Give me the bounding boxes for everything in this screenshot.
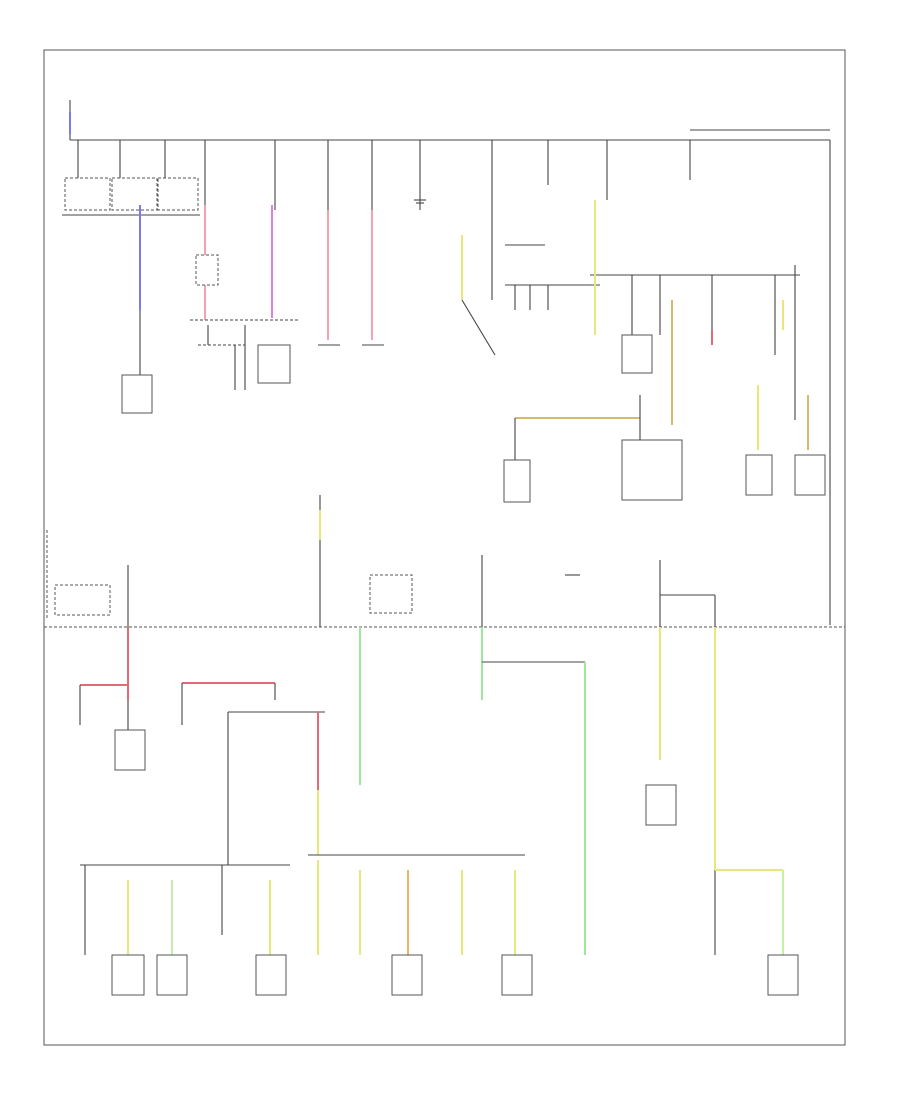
- diagram-frame: [43, 49, 846, 1046]
- top-power-bus: [69, 100, 831, 625]
- wires-pink-pair: [318, 210, 384, 346]
- lower-left-network: [79, 627, 325, 865]
- component-box: [767, 954, 799, 996]
- lower-right-network: [481, 627, 799, 996]
- component-box: [391, 954, 423, 996]
- wires-pink-magenta: [190, 205, 300, 390]
- top-fuse-drops: [77, 140, 691, 210]
- component-box: [114, 729, 146, 771]
- component-box: [645, 784, 677, 826]
- component-box: [621, 439, 683, 501]
- component-box: [745, 454, 773, 496]
- component-box: [501, 954, 533, 996]
- component-box: [156, 954, 188, 996]
- component-box: [503, 459, 531, 503]
- component-box: [621, 334, 653, 374]
- component-box: [111, 954, 145, 996]
- right-top-network: [461, 200, 826, 503]
- lower-center-bus: [308, 627, 533, 996]
- middle-bus: [54, 495, 716, 627]
- fuse-relay-boxes: [62, 177, 200, 216]
- component-box: [121, 374, 153, 414]
- component-box: [257, 344, 291, 384]
- component-box: [794, 454, 826, 496]
- lower-left-bus: [80, 864, 290, 996]
- wire-blue-column: [121, 205, 153, 414]
- component-box: [255, 954, 287, 996]
- ground-symbol: [414, 199, 426, 204]
